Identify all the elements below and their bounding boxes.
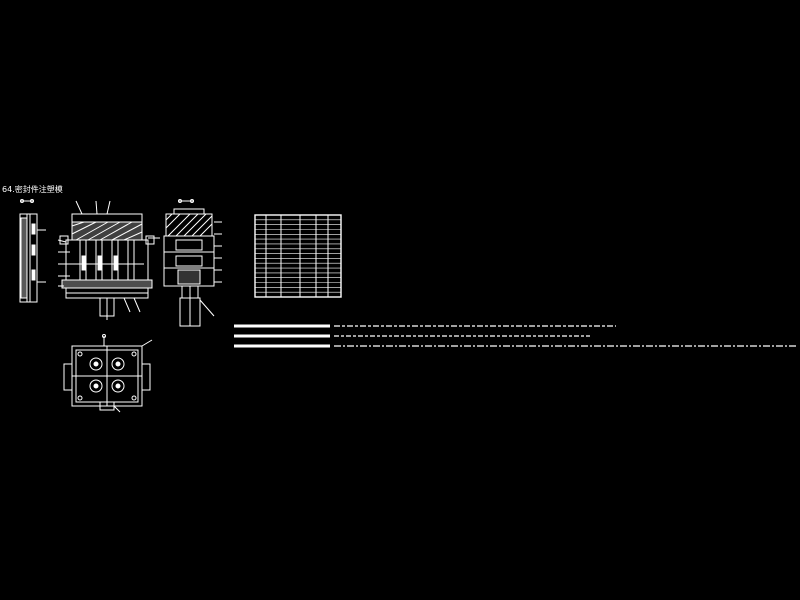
front-section-view <box>57 200 160 320</box>
parts-list-table <box>254 214 342 298</box>
side-section-view <box>19 199 46 303</box>
drawing-title: 64.密封件注塑模 <box>2 185 63 194</box>
right-section-view <box>163 199 222 327</box>
technical-notes <box>234 324 798 348</box>
parts-list-rows <box>255 219 341 293</box>
plan-view <box>63 334 153 413</box>
